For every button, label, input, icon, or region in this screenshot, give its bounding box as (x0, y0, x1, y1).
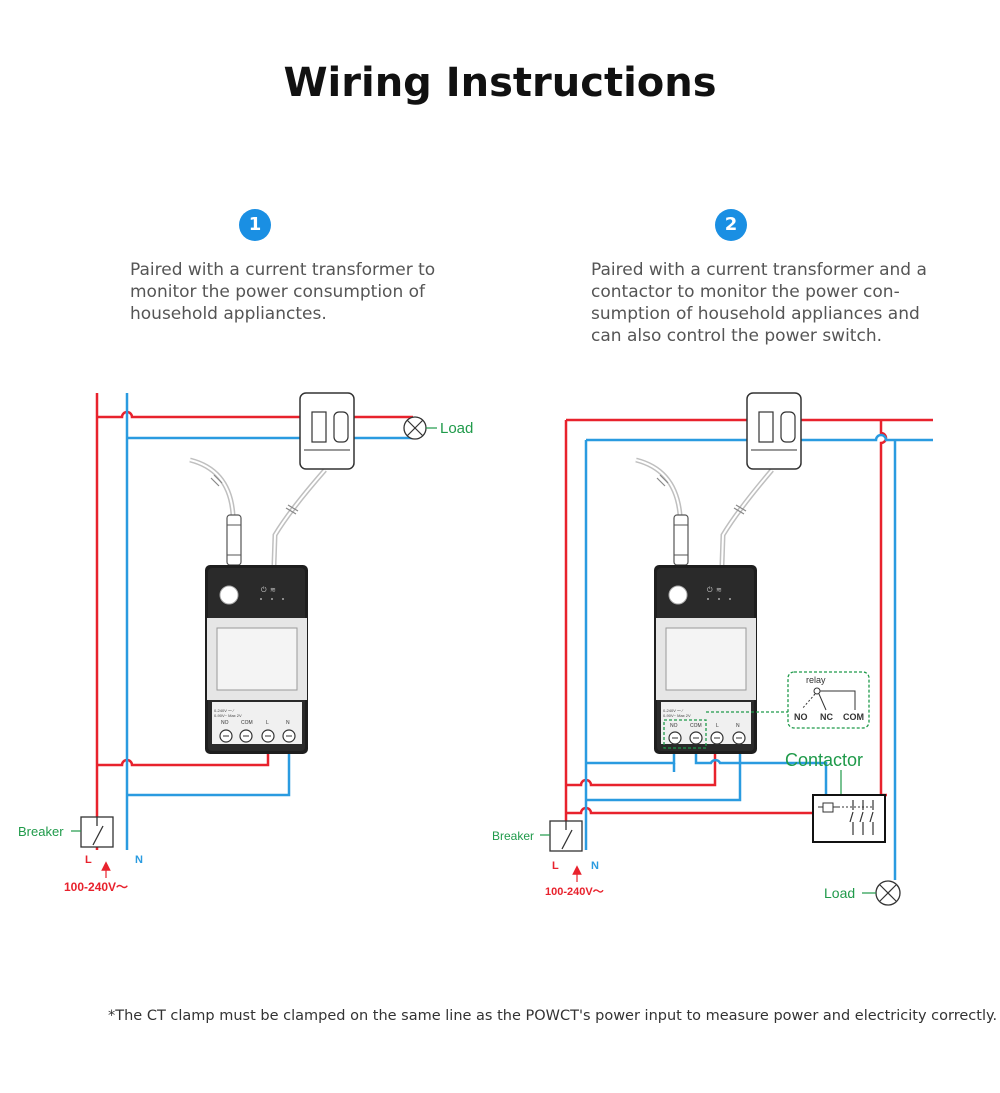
breaker-label: Breaker (492, 829, 534, 843)
terminal-label: NO (670, 723, 678, 729)
contactor-label: Contactor (785, 750, 863, 770)
relay-terminals-highlight (663, 719, 707, 749)
step-1-line: household applianctes. (130, 304, 327, 324)
power-icon: ⏻ (707, 586, 713, 594)
relay-no-label: NO (794, 712, 808, 722)
svg-text:0-90V~ Max 2V: 0-90V~ Max 2V (214, 713, 242, 718)
load-label: Load (824, 885, 855, 901)
step-1-line: monitor the power consumption of (130, 282, 426, 302)
power-cable-plug (673, 514, 689, 566)
step-2-badge: 2 (715, 209, 747, 241)
step-2-line: sumption of household appliances and (591, 304, 920, 324)
power-cable-plug (226, 514, 242, 566)
terminals (219, 729, 296, 743)
ct-clamp (299, 392, 355, 470)
ct-clamp (746, 392, 802, 470)
diagram-2: ⏻ ≋ 0-240V ～ ∕ 0-90V~ Max 2V NO COM L N (492, 392, 933, 906)
powct-device: ⏻ ≋ 0-240V ～ ∕ 0-90V~ Max 2V NO COM L N (654, 565, 757, 754)
contactor-icon (812, 794, 886, 843)
n-label: N (591, 860, 599, 872)
power-icon: ⏻ (261, 586, 267, 594)
load-label: Load (440, 420, 473, 437)
powct-device: ⏻ ≋ 0-240V ～ ∕ 0-90V~ Max 2V NO COM L N (205, 565, 308, 754)
l-label: L (552, 860, 559, 872)
terminal-label: L (716, 723, 719, 729)
terminal-label: COM (690, 723, 702, 729)
neutral-wire (125, 393, 413, 850)
relay-label: relay (806, 675, 826, 685)
n-label: N (135, 854, 143, 866)
breaker-label: Breaker (18, 824, 64, 839)
terminal-label: COM (241, 720, 253, 726)
relay-pivot-icon (813, 687, 821, 695)
terminal-label: NO (221, 720, 229, 726)
svg-text:0-240V ～ ∕: 0-240V ～ ∕ (663, 708, 684, 713)
wifi-icon: ≋ (716, 587, 722, 594)
terminal-label: L (266, 720, 269, 726)
step-1-line: Paired with a current transformer to (130, 260, 436, 280)
relay-com-label: COM (843, 712, 864, 722)
relay-nc-label: NC (820, 712, 833, 722)
svg-text:0-90V~ Max 2V: 0-90V~ Max 2V (663, 713, 691, 718)
breaker-icon (540, 820, 583, 852)
voltage-label: 100-240V～ (64, 880, 128, 894)
voltage-label: 100-240V～ (545, 886, 604, 898)
page-title: Wiring Instructions (283, 60, 717, 106)
step-1-badge: 1 (239, 209, 271, 241)
relay-detail: relay NO NC COM (787, 671, 870, 729)
wifi-icon: ≋ (270, 587, 276, 594)
step-2-line: contactor to monitor the power con- (591, 282, 900, 302)
breaker-icon (71, 816, 114, 848)
terminal-label: N (286, 720, 290, 726)
diagram-1: ⏻ ≋ 0-240V ～ ∕ 0-90V~ Max 2V NO COM L N (18, 392, 473, 894)
step-2-line: Paired with a current transformer and a (591, 260, 927, 280)
svg-text:0-240V ～ ∕: 0-240V ～ ∕ (214, 708, 235, 713)
pair-button-icon (668, 585, 688, 605)
l-label: L (85, 854, 92, 866)
ct-cable (189, 457, 327, 566)
footnote: *The CT clamp must be clamped on the sam… (108, 1008, 998, 1024)
step-2-line: can also control the power switch. (591, 326, 883, 346)
pair-button-icon (219, 585, 239, 605)
terminal-label: N (736, 723, 740, 729)
step-1-description: Paired with a current transformer to mon… (130, 259, 435, 325)
load-lamp-icon (403, 416, 437, 440)
step-2-description: Paired with a current transformer and a … (591, 259, 927, 347)
load-lamp-icon (862, 880, 901, 906)
